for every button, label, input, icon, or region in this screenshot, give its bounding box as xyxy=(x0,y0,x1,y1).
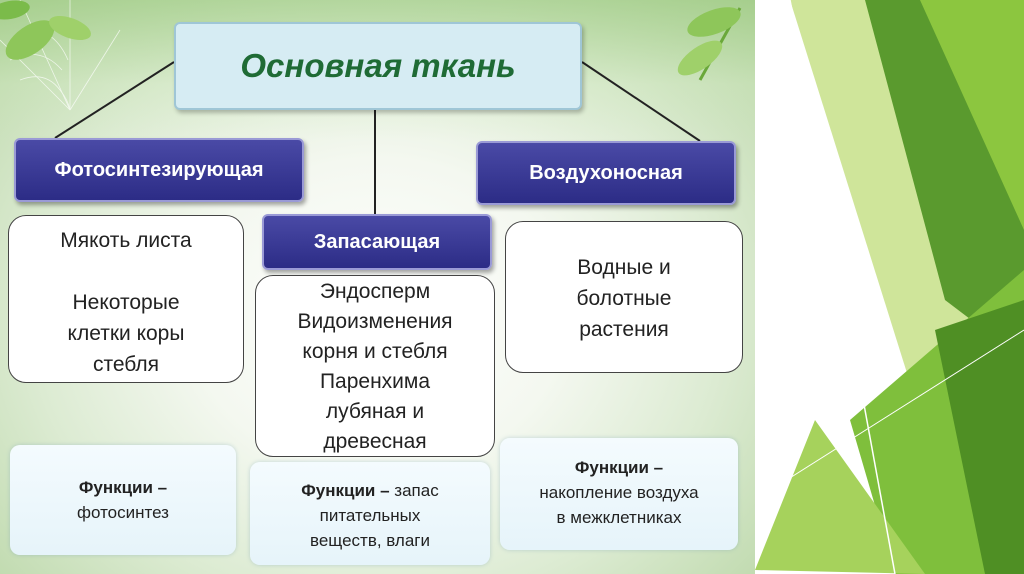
function-storage: Функции – запас питательных веществ, вла… xyxy=(250,462,490,565)
category-storage: Запасающая xyxy=(262,214,492,270)
description-line: Мякоть листа xyxy=(60,229,192,252)
function-text: фотосинтез xyxy=(77,503,169,522)
description-line: Видоизменения xyxy=(297,310,453,333)
description-line: Водные и xyxy=(577,256,671,279)
title-box: Основная ткань xyxy=(174,22,582,110)
description-line: болотные xyxy=(576,287,672,310)
diagram-title: Основная ткань xyxy=(240,47,516,84)
function-text: запас xyxy=(389,481,439,500)
description-line: корня и стебля xyxy=(302,340,448,363)
function-air: Функции – накопление воздуха в межклетни… xyxy=(500,438,738,550)
description-line: древесная xyxy=(323,430,427,453)
function-photosynthetic: Функции – фотосинтез xyxy=(10,445,236,555)
description-line: Паренхима xyxy=(319,370,431,393)
leaf-icon xyxy=(677,7,742,81)
description-storage: Эндосперм Видоизменения корня и стебля П… xyxy=(255,275,495,457)
category-photosynthetic: Фотосинтезирующая xyxy=(14,138,304,202)
description-line: Некоторые xyxy=(72,291,180,314)
description-line: клетки коры xyxy=(67,322,185,345)
category-air: Воздухоносная xyxy=(476,141,736,205)
description-line: стебля xyxy=(92,353,160,376)
leaf-icon xyxy=(0,0,91,60)
connector-lines xyxy=(0,0,742,214)
geometric-green-shapes xyxy=(755,0,1024,574)
description-line: растения xyxy=(579,318,669,341)
function-text: накопление воздуха xyxy=(539,483,699,502)
function-label: Функции – xyxy=(574,458,664,477)
function-text: питательных xyxy=(319,506,421,525)
description-photosynthetic: Мякоть листа Некоторые клетки коры стебл… xyxy=(8,215,244,383)
description-line: Эндосперм xyxy=(319,280,431,303)
description-air: Водные и болотные растения xyxy=(505,221,743,373)
slide: Основная ткань Фотосинтезирующая Запасаю… xyxy=(0,0,755,574)
function-label: Функции – xyxy=(301,481,390,500)
function-label: Функции – xyxy=(78,478,168,497)
function-text: в межклетниках xyxy=(556,508,682,527)
function-text: веществ, влаги xyxy=(309,531,431,550)
description-line: лубяная и xyxy=(325,400,425,423)
